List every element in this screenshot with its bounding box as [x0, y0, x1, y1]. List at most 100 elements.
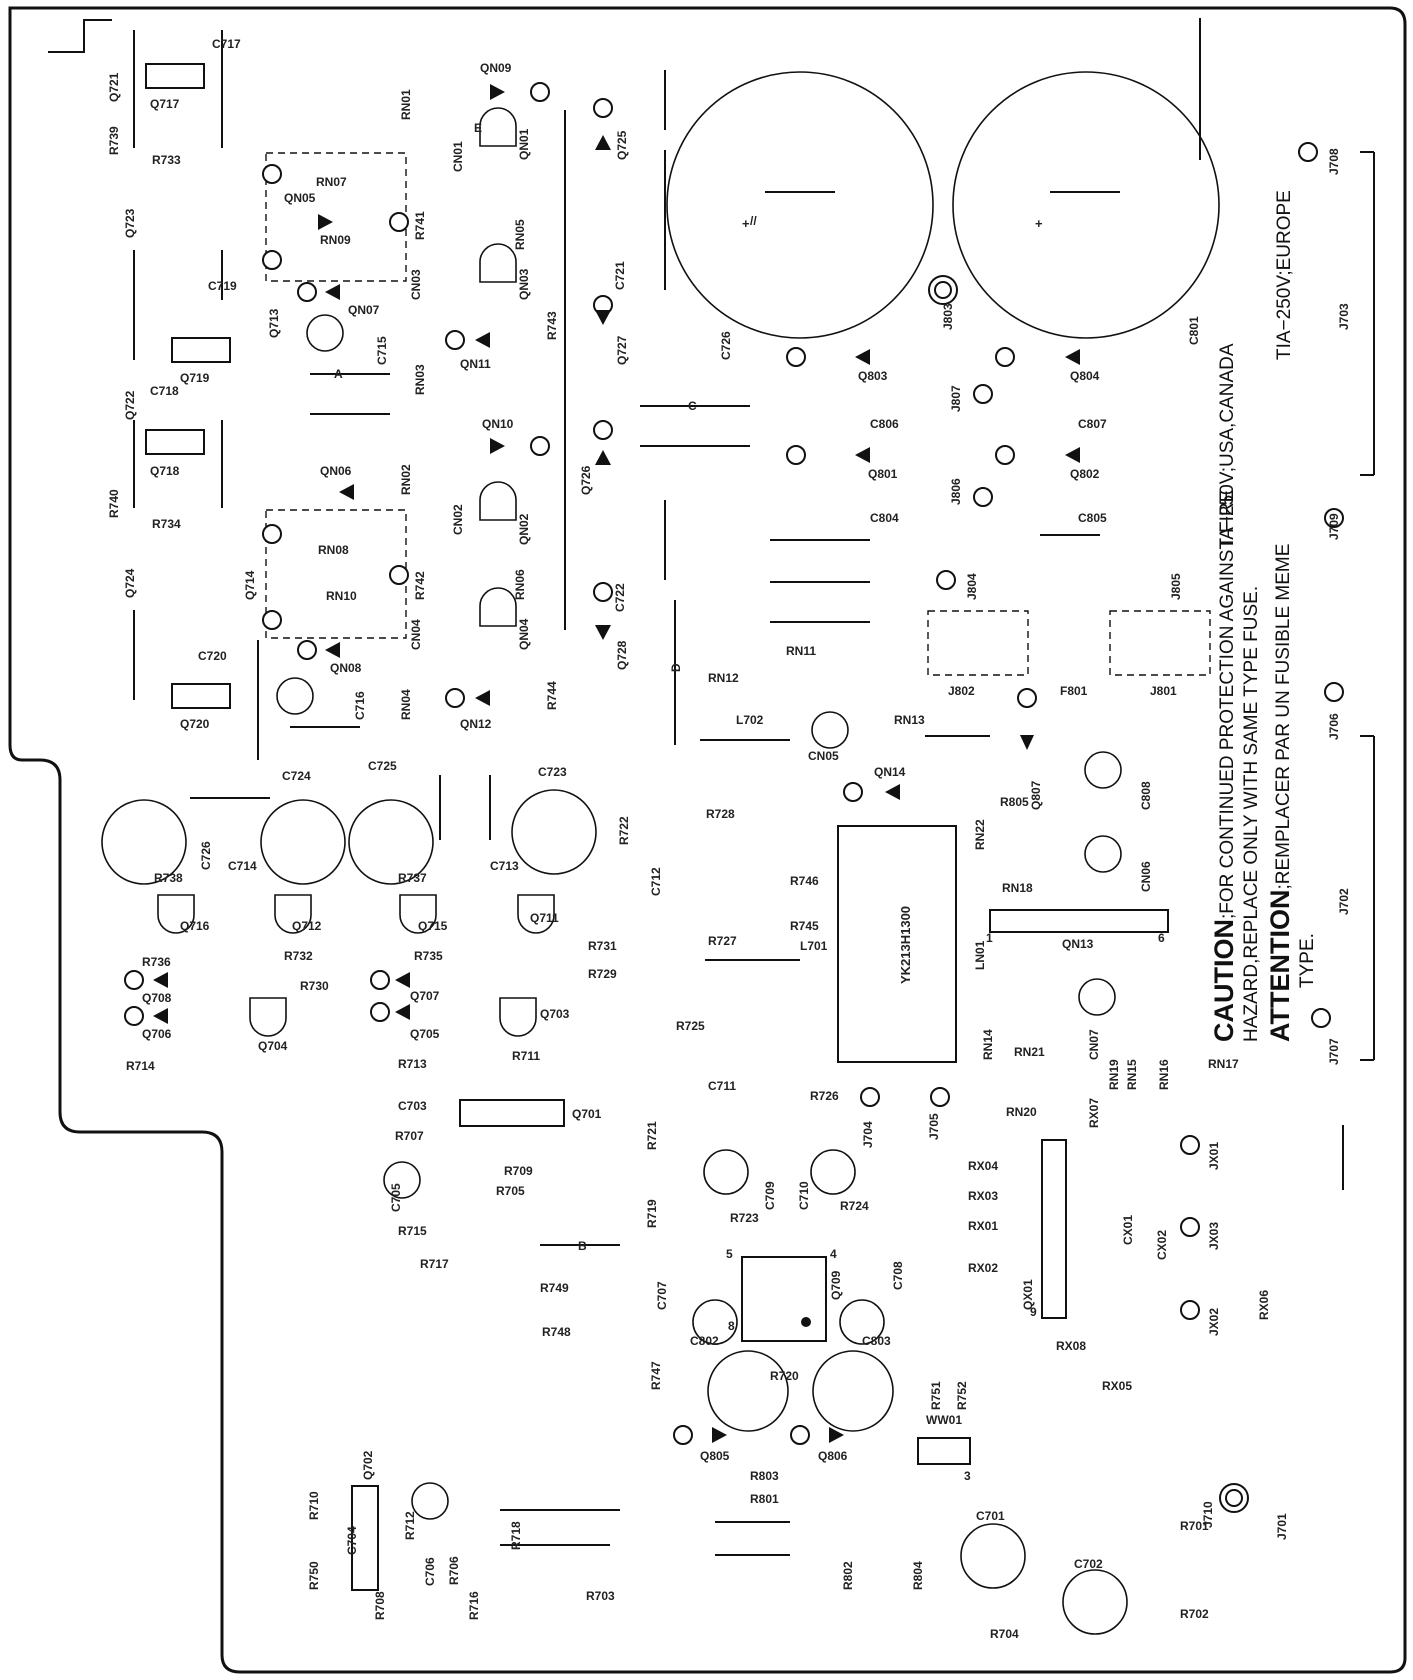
label-rn16: RN16 [1157, 1059, 1171, 1090]
label-rn14: RN14 [981, 1029, 995, 1060]
label-q726: Q726 [579, 465, 593, 495]
label-j807: J807 [949, 385, 963, 412]
ic-q709 [741, 1256, 827, 1342]
label-r714: R714 [126, 1059, 155, 1073]
label-j801: J801 [1150, 684, 1177, 698]
label-c702: C702 [1074, 1557, 1103, 1571]
label-c806: C805 [1078, 511, 1107, 525]
label-c723: C723 [538, 765, 567, 779]
label-ww01: WW01 [926, 1413, 962, 1427]
transistor-q702 [351, 1485, 379, 1591]
label-j702: J702 [1337, 888, 1351, 915]
label-rn06: RN06 [513, 569, 527, 600]
label-rn01: RN01 [399, 89, 413, 120]
label-qn07: QN07 [348, 303, 380, 317]
label-r751: R751 [929, 1381, 943, 1410]
label-r727: R727 [708, 934, 737, 948]
label-j806: J806 [949, 478, 963, 505]
label-qx01: QX01 [1021, 1279, 1035, 1310]
label-c705: C705 [389, 1183, 403, 1212]
label-r705: R705 [496, 1184, 525, 1198]
label-rn10: RN10 [326, 589, 357, 603]
label-rn08: RN08 [318, 543, 349, 557]
label-r739: R739 [107, 126, 121, 155]
label-q720: Q720 [180, 717, 210, 731]
label-c717: C717 [212, 37, 241, 51]
label-rn18: RN18 [1002, 881, 1033, 895]
label-r713: R713 [398, 1057, 427, 1071]
pin-label-8: 8 [728, 1319, 735, 1333]
label-r725: R725 [676, 1019, 705, 1033]
svg-text:+: + [1035, 216, 1043, 231]
label-rn12: RN12 [708, 671, 739, 685]
label-r736: R736 [142, 955, 171, 969]
label-q801: Q801 [868, 467, 898, 481]
label-j703: J703 [1337, 303, 1351, 330]
label-c722: C722 [613, 583, 627, 612]
label-r748: R748 [542, 1325, 571, 1339]
label-c701: C701 [976, 1509, 1005, 1523]
label-r724: R724 [840, 1199, 869, 1213]
label-r746: R746 [790, 874, 819, 888]
label-j706: J706 [1327, 713, 1341, 740]
label-r743: R743 [545, 311, 559, 340]
label-jx01: JX01 [1207, 1142, 1221, 1170]
label-j705: J705 [927, 1113, 941, 1140]
label-cx02: CX02 [1155, 1230, 1169, 1260]
caution-line2: HAZARD,REPLACE ONLY WITH SAME TYPE FUSE. [1241, 586, 1262, 1042]
label-q715: Q715 [418, 919, 448, 933]
label-rx03: RX03 [968, 1189, 998, 1203]
label-q803: Q803 [858, 369, 888, 383]
label-j704: J704 [861, 1121, 875, 1148]
label-c713: C713 [490, 859, 519, 873]
pin-label-1: 1 [986, 931, 993, 945]
label-r742: R742 [413, 571, 427, 600]
label-r718: R718 [509, 1521, 523, 1550]
label-rn20: RN20 [1006, 1105, 1037, 1119]
traces [133, 18, 1375, 1556]
label-rx06: RX06 [1257, 1290, 1271, 1320]
pin-label-6: 6 [1158, 931, 1165, 945]
fuse-rating-usa: IA−250V;USA [1217, 428, 1238, 545]
label-f801: F801 [1060, 684, 1088, 698]
label-q802: Q802 [1070, 467, 1100, 481]
pads [124, 82, 1344, 1513]
label-qn01: QN01 [517, 128, 531, 160]
label-j710: J710 [1201, 1501, 1215, 1528]
label-r732: R732 [284, 949, 313, 963]
label-r716: R716 [467, 1591, 481, 1620]
label-r722: R722 [617, 816, 631, 845]
label-c707: C707 [655, 1281, 669, 1310]
label-cn06: CN06 [1139, 861, 1153, 892]
label-c803: C802 [690, 1334, 719, 1348]
label-q804: Q804 [1070, 369, 1100, 383]
electrolytic-capacitors [101, 314, 1128, 1635]
capacitor-c802: + [952, 71, 1220, 339]
label-jx02: JX02 [1207, 1308, 1221, 1336]
label-r706: R706 [447, 1556, 461, 1585]
label-c703: C703 [398, 1099, 427, 1113]
label-rn07: RN07 [316, 175, 347, 189]
label-r708: R708 [373, 1591, 387, 1620]
label-r752: R752 [955, 1381, 969, 1410]
label-cn02: CN02 [451, 504, 465, 535]
label-rx01: RX01 [968, 1219, 998, 1233]
label-r734: R734 [152, 517, 181, 531]
label-c802: C801 [1187, 316, 1201, 345]
svg-text://: // [750, 214, 757, 228]
label-r723: R723 [730, 1211, 759, 1225]
label-rn04: RN04 [399, 689, 413, 720]
label-q704: Q704 [258, 1039, 288, 1053]
label-qn02: QN02 [517, 513, 531, 545]
label-c709: C709 [763, 1181, 777, 1210]
label-r735: R735 [414, 949, 443, 963]
label-q707: Q707 [410, 989, 440, 1003]
label-r711: R711 [512, 1049, 540, 1063]
label-q714: Q714 [243, 570, 257, 600]
caution-heading: CAUTION [1209, 919, 1239, 1042]
svg-text:CAUTION;FOR CONTINUED PROTECTI: CAUTION;FOR CONTINUED PROTECTION AGAINST… [1209, 490, 1239, 1042]
label-c804: C803 [862, 1334, 891, 1348]
label-q807: Q807 [1029, 780, 1043, 810]
fuse-rating-europe: TIA−250V;EUROPE [1274, 190, 1295, 360]
